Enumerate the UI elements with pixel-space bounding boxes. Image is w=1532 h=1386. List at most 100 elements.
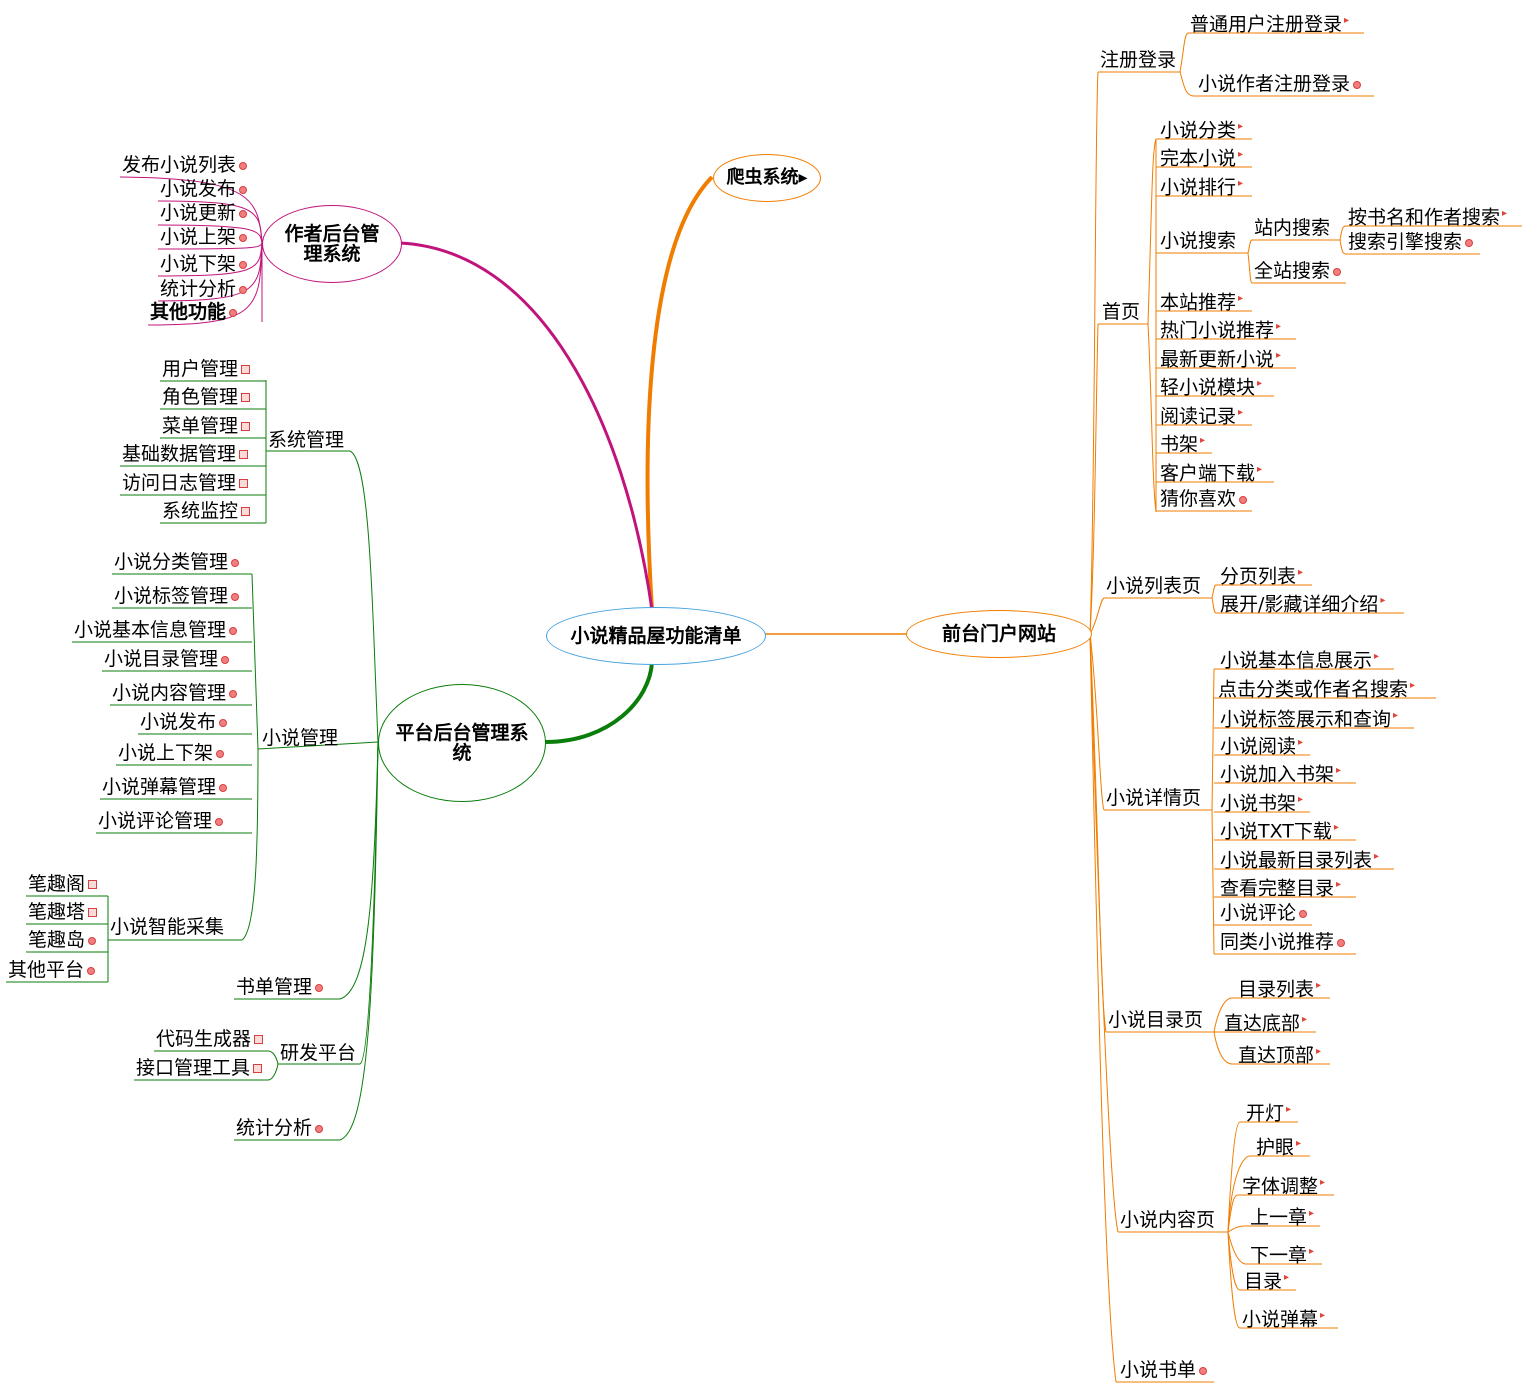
register-item[interactable]: 小说作者注册登录 [1198, 72, 1362, 96]
content-page-item[interactable]: 小说弹幕▸ [1242, 1308, 1326, 1331]
register-item[interactable]: 普通用户注册登录▸ [1190, 13, 1350, 36]
home-item[interactable]: 客户端下载▸ [1160, 462, 1263, 485]
author-admin-label: 作者后台管理系统 [284, 223, 380, 265]
home-item[interactable]: 小说排行▸ [1160, 176, 1244, 199]
crawl-source-item[interactable]: 其他平台 [8, 958, 96, 982]
system-item[interactable]: 菜单管理 [162, 414, 251, 438]
bullet-icon [1333, 267, 1342, 276]
list-page-item[interactable]: 分页列表▸ [1220, 565, 1304, 588]
content-page-item[interactable]: 上一章▸ [1250, 1206, 1315, 1229]
home-item[interactable]: 本站推荐▸ [1160, 291, 1244, 314]
dev-platform-label[interactable]: 研发平台 [280, 1042, 357, 1064]
novel-item[interactable]: 小说内容管理 [112, 681, 238, 705]
home-item[interactable]: 热门小说推荐▸ [1160, 319, 1282, 342]
crawl-source-item[interactable]: 笔趣岛 [28, 928, 97, 952]
novel-item[interactable]: 小说分类管理 [114, 550, 240, 574]
content-page-item[interactable]: 开灯▸ [1246, 1102, 1292, 1125]
content-page-item[interactable]: 护眼▸ [1256, 1136, 1302, 1159]
platform-admin-node[interactable]: 平台后台管理系统 [378, 684, 546, 802]
flag-icon: ▸ [1374, 851, 1380, 862]
search-sub-item[interactable]: 站内搜索 [1254, 217, 1331, 239]
dev-item[interactable]: 接口管理工具 [136, 1056, 263, 1080]
home-item[interactable]: 完本小说▸ [1160, 147, 1244, 170]
system-management-label[interactable]: 系统管理 [268, 429, 345, 451]
detail-page-item[interactable]: 小说基本信息展示▸ [1220, 649, 1380, 672]
content-page-label[interactable]: 小说内容页 [1120, 1209, 1216, 1231]
crawl-source-item[interactable]: 笔趣塔 [28, 900, 98, 924]
author-item[interactable]: 统计分析 [160, 277, 248, 301]
novel-item[interactable]: 小说智能采集 [110, 916, 225, 938]
home-item[interactable]: 最新更新小说▸ [1160, 348, 1282, 371]
detail-page-item[interactable]: 小说评论 [1220, 901, 1308, 925]
home-item[interactable]: 阅读记录▸ [1160, 405, 1244, 428]
detail-page-item[interactable]: 小说书架▸ [1220, 792, 1304, 815]
author-item[interactable]: 小说发布 [160, 177, 248, 201]
novel-management-label[interactable]: 小说管理 [262, 727, 339, 749]
flag-icon: ▸ [1238, 149, 1244, 160]
author-admin-node[interactable]: 作者后台管理系统 [262, 205, 402, 283]
content-page-item[interactable]: 字体调整▸ [1242, 1175, 1326, 1198]
crawl-source-item[interactable]: 笔趣阁 [28, 872, 98, 896]
home-item[interactable]: 小说分类▸ [1160, 119, 1244, 142]
author-item[interactable]: 小说上架 [160, 225, 248, 249]
site-search-sub-item[interactable]: 按书名和作者搜索▸ [1348, 206, 1508, 229]
list-page-label[interactable]: 小说列表页 [1106, 575, 1202, 597]
catalog-page-item[interactable]: 目录列表▸ [1238, 978, 1322, 1001]
crawler-node[interactable]: 爬虫系统▸ [713, 154, 821, 202]
site-search-sub-item[interactable]: 搜索引擎搜索 [1348, 230, 1474, 254]
novel-item[interactable]: 小说标签管理 [114, 584, 240, 608]
home-label[interactable]: 首页 [1102, 301, 1141, 323]
detail-page-item[interactable]: 同类小说推荐 [1220, 930, 1346, 954]
home-item[interactable]: 书架▸ [1160, 433, 1206, 456]
system-item[interactable]: 角色管理 [162, 385, 251, 409]
home-item[interactable]: 小说搜索 [1160, 230, 1237, 252]
detail-page-item[interactable]: 小说最新目录列表▸ [1220, 849, 1380, 872]
author-item[interactable]: 小说更新 [160, 201, 248, 225]
search-sub-item[interactable]: 全站搜索 [1254, 259, 1342, 283]
detail-page-label[interactable]: 小说详情页 [1106, 787, 1202, 809]
system-item[interactable]: 访问日志管理 [122, 471, 249, 495]
author-item[interactable]: 其他功能 [150, 300, 238, 324]
author-item[interactable]: 小说下架 [160, 252, 248, 276]
detail-page-item[interactable]: 查看完整目录▸ [1220, 877, 1342, 900]
front-portal-node[interactable]: 前台门户网站 [906, 610, 1092, 658]
novel-item[interactable]: 小说评论管理 [98, 809, 224, 833]
author-item[interactable]: 发布小说列表 [122, 153, 248, 177]
detail-page-item[interactable]: 小说TXT下载▸ [1220, 820, 1339, 843]
catalog-page-item[interactable]: 直达顶部▸ [1238, 1044, 1322, 1067]
central-topic[interactable]: 小说精品屋功能清单 [546, 607, 766, 665]
detail-page-item[interactable]: 小说阅读▸ [1220, 735, 1304, 758]
list-page-item[interactable]: 展开/影藏详细介绍▸ [1220, 593, 1386, 616]
novel-item[interactable]: 小说基本信息管理 [74, 618, 238, 642]
catalog-page-item[interactable]: 直达底部▸ [1224, 1012, 1308, 1035]
flag-icon: ▸ [1286, 1104, 1292, 1115]
bullet-icon [1299, 909, 1308, 918]
flag-icon: ▸ [1380, 595, 1386, 606]
statistics-item[interactable]: 统计分析 [236, 1116, 324, 1140]
register-label[interactable]: 注册登录 [1100, 49, 1177, 71]
crawler-node-label: 爬虫系统 [726, 167, 799, 188]
system-item[interactable]: 用户管理 [162, 357, 251, 381]
novel-item[interactable]: 小说发布 [140, 710, 228, 734]
novel-item[interactable]: 小说弹幕管理 [102, 775, 228, 799]
dev-item[interactable]: 代码生成器 [156, 1027, 264, 1051]
catalog-page-label[interactable]: 小说目录页 [1108, 1009, 1204, 1031]
novel-item[interactable]: 小说目录管理 [104, 647, 230, 671]
booklist-item[interactable]: 小说书单 [1120, 1358, 1208, 1382]
flag-icon: ▸ [1320, 1310, 1326, 1321]
system-item[interactable]: 基础数据管理 [122, 442, 249, 466]
detail-page-item[interactable]: 小说加入书架▸ [1220, 763, 1342, 786]
bullet-icon [1353, 80, 1362, 89]
detail-page-item[interactable]: 小说标签展示和查询▸ [1220, 708, 1399, 731]
home-item[interactable]: 轻小说模块▸ [1160, 376, 1263, 399]
booklist-management[interactable]: 书单管理 [236, 975, 324, 999]
novel-item[interactable]: 小说上下架 [118, 741, 225, 765]
detail-page-item[interactable]: 点击分类或作者名搜索▸ [1218, 678, 1416, 701]
home-item[interactable]: 猜你喜欢 [1160, 487, 1248, 511]
system-item[interactable]: 系统监控 [162, 499, 251, 523]
flag-icon: ▸ [1284, 1272, 1290, 1283]
task-icon [241, 422, 251, 431]
flag-icon: ▸ [798, 167, 808, 188]
content-page-item[interactable]: 下一章▸ [1250, 1244, 1315, 1267]
content-page-item[interactable]: 目录▸ [1244, 1270, 1290, 1293]
